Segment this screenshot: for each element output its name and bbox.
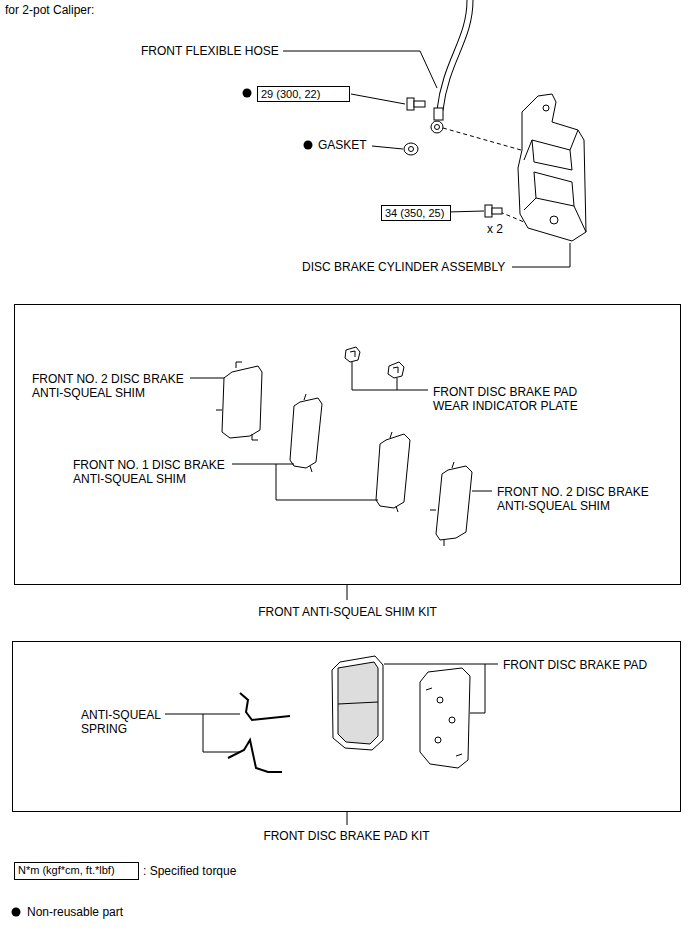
- part-label: DISC BRAKE CYLINDER ASSEMBLY: [302, 260, 505, 274]
- part-label: FRONT NO. 2 DISC BRAKE ANTI-SQUEAL SHIM: [32, 372, 202, 400]
- part-label: x 2: [487, 222, 503, 236]
- diagram-title: for 2-pot Caliper:: [5, 3, 94, 17]
- part-label: FRONT NO. 1 DISC BRAKE ANTI-SQUEAL SHIM: [73, 458, 243, 486]
- kit-frame: FRONT DISC BRAKE PADANTI-SQUEAL SPRINGFR…: [12, 641, 681, 812]
- part-label: FRONT DISC BRAKE PAD WEAR INDICATOR PLAT…: [433, 385, 593, 413]
- part-label: GASKET: [318, 138, 367, 152]
- kit-heading: FRONT ANTI-SQUEAL SHIM KIT: [15, 605, 680, 619]
- torque-value: N*m (kgf*cm, ft.*lbf): [18, 864, 115, 876]
- kit-heading: FRONT DISC BRAKE PAD KIT: [13, 829, 680, 843]
- torque-value: 34 (350, 25): [385, 207, 444, 219]
- torque-box: 29 (300, 22): [257, 86, 350, 102]
- legend-text: : Specified torque: [143, 864, 236, 878]
- legend-torque-box: N*m (kgf*cm, ft.*lbf): [14, 862, 139, 880]
- torque-box: 34 (350, 25): [381, 205, 451, 221]
- part-label: FRONT DISC BRAKE PAD: [503, 658, 678, 672]
- part-label: FRONT NO. 2 DISC BRAKE ANTI-SQUEAL SHIM: [497, 485, 672, 513]
- part-label: FRONT FLEXIBLE HOSE: [141, 44, 279, 58]
- kit-frame: FRONT NO. 2 DISC BRAKE ANTI-SQUEAL SHIM F…: [14, 304, 681, 585]
- torque-value: 29 (300, 22): [261, 88, 320, 100]
- legend-text: Non-reusable part: [27, 905, 123, 919]
- part-label: ANTI-SQUEAL SPRING: [81, 708, 171, 736]
